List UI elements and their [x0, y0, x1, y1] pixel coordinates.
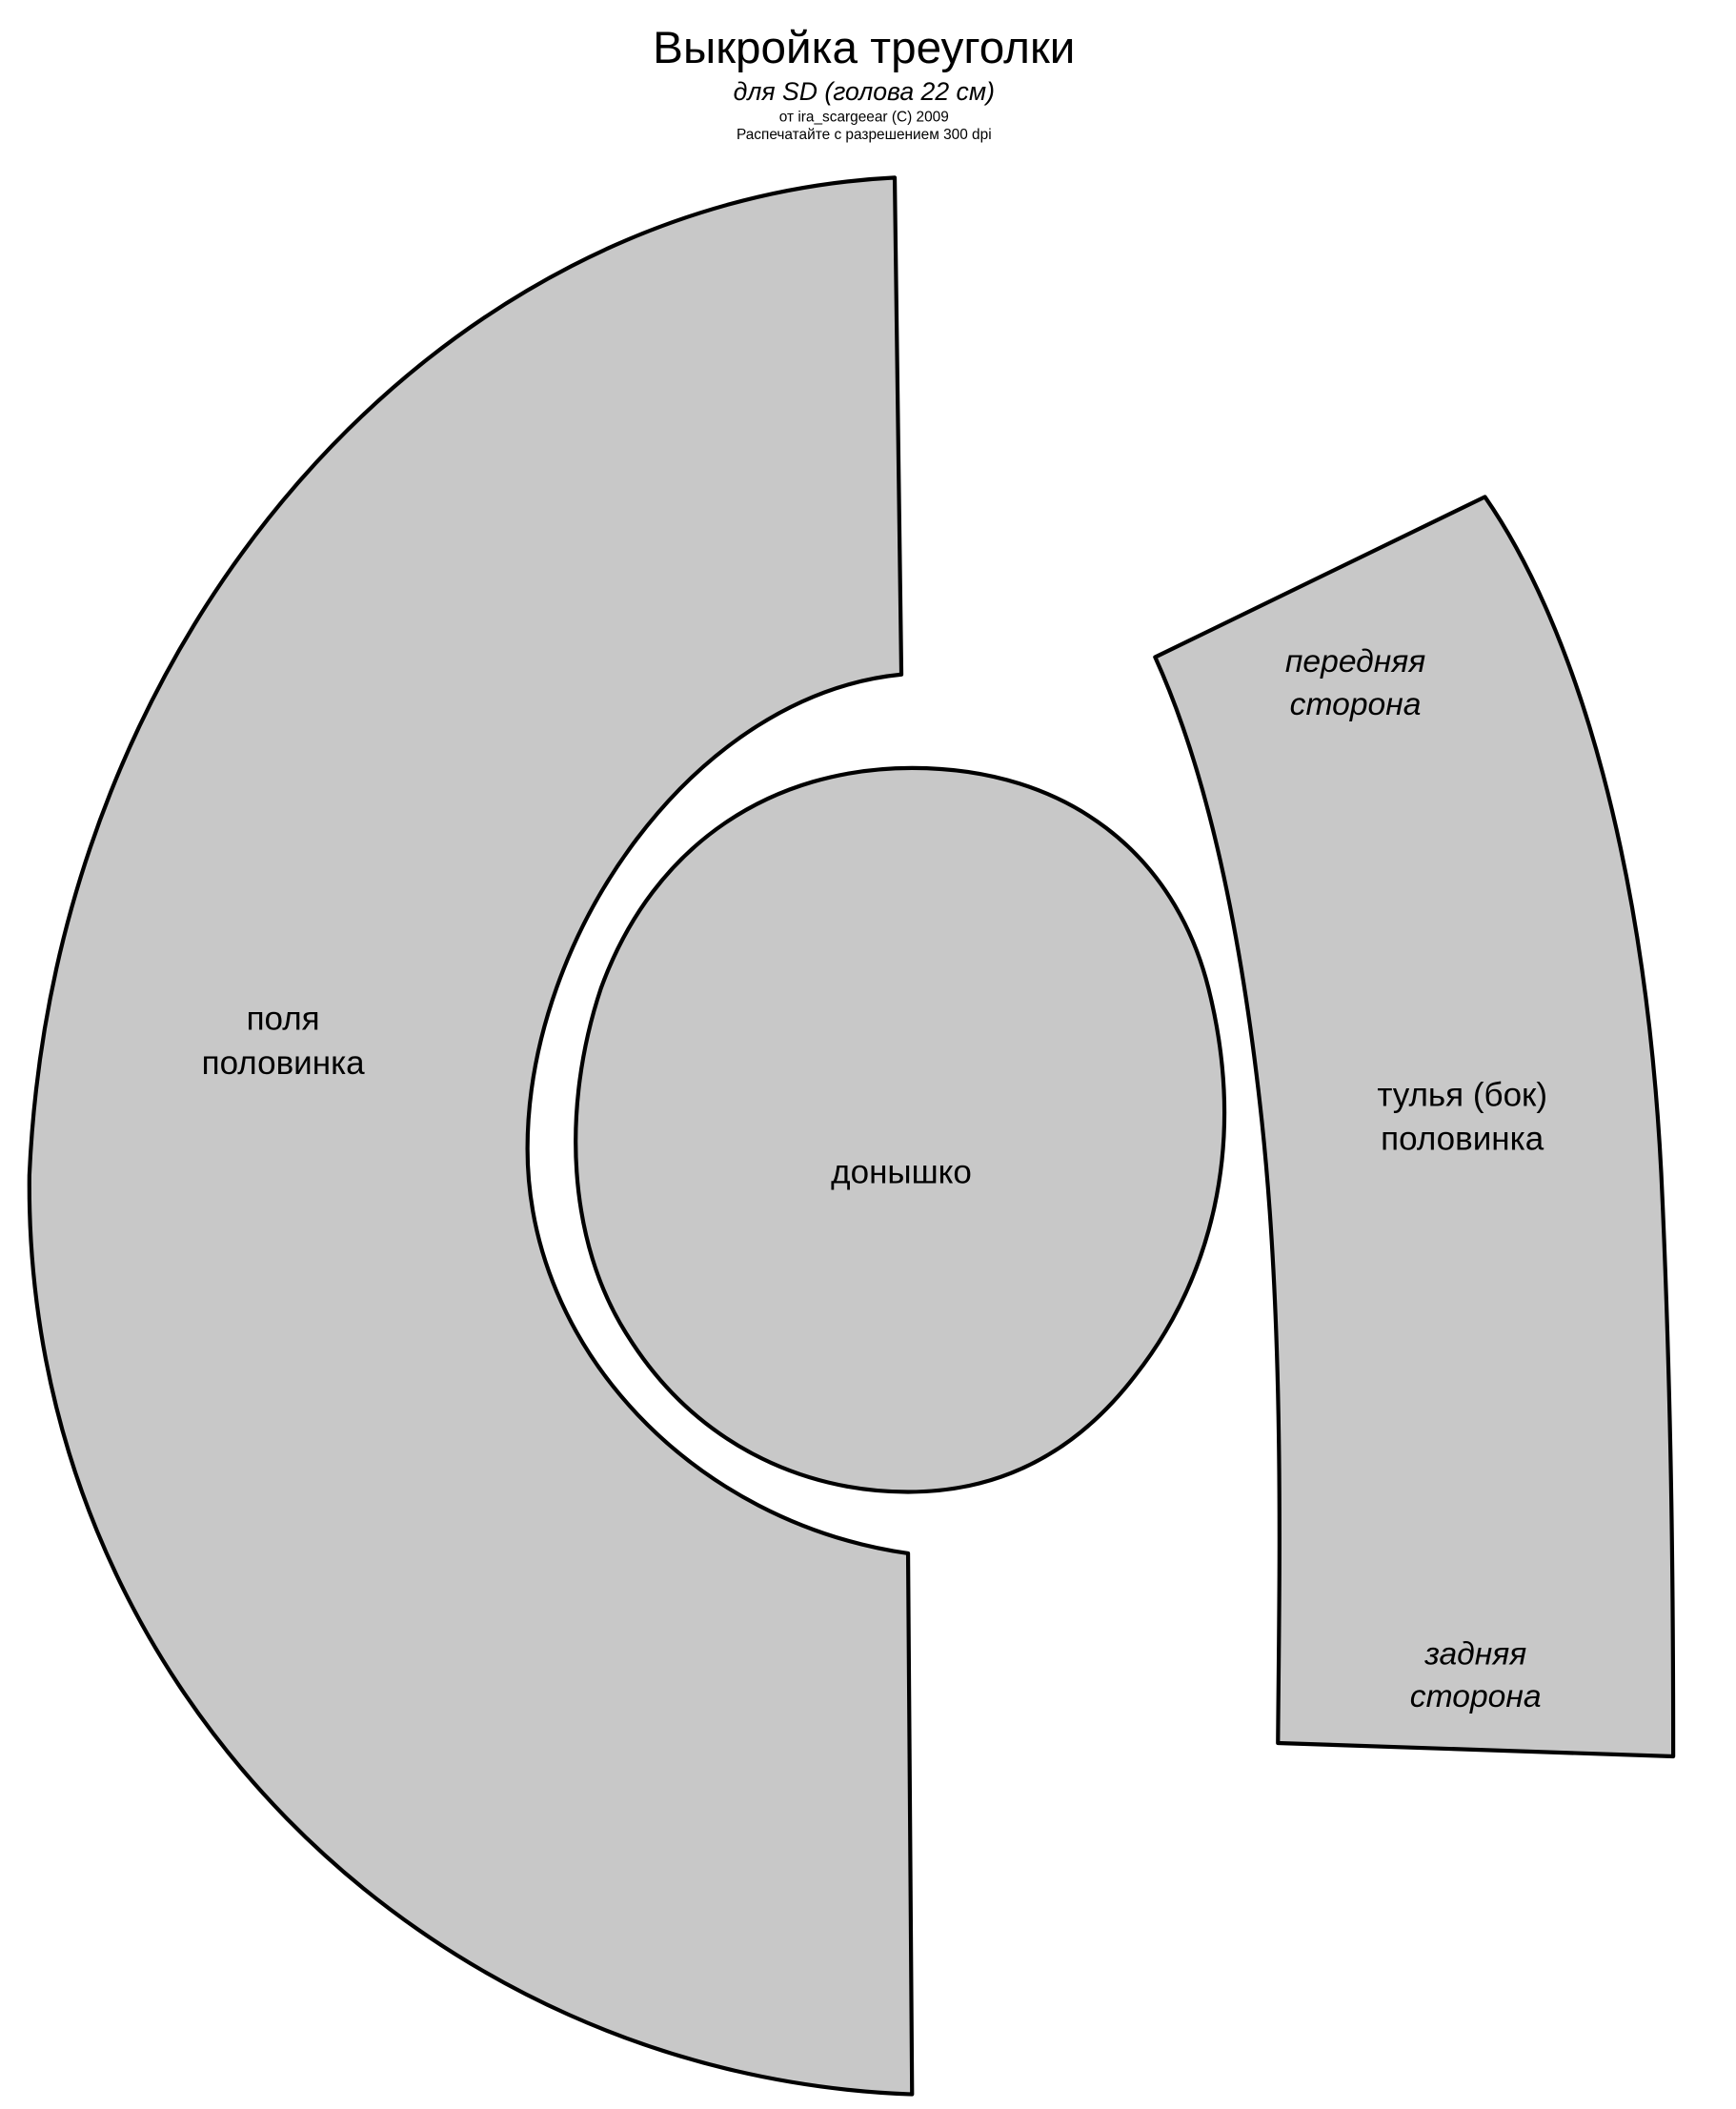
author-credit: от ira_scargeear (C) 2009 — [779, 110, 949, 126]
crown-side-piece: передняя сторона тулья (бок) половинка з… — [1153, 495, 1676, 1759]
crown-side-label-line1: тулья (бок) — [1377, 1076, 1547, 1113]
crown-top-label: донышко — [831, 1154, 972, 1191]
crown-top-piece: донышко — [574, 765, 1227, 1494]
brim-label-line1: поля — [247, 1001, 320, 1038]
back-side-label-line1: задняя — [1423, 1636, 1526, 1672]
page-subtitle: для SD (голова 22 см) — [734, 77, 995, 106]
crown-side-label-line2: половинка — [1381, 1121, 1544, 1158]
print-note: Распечатайте с разрешением 300 dpi — [737, 127, 992, 143]
brim-piece: поля половинка — [27, 175, 915, 2097]
front-side-label-line2: сторона — [1290, 687, 1422, 722]
front-side-label-line1: передняя — [1285, 644, 1425, 679]
back-side-label-line2: сторона — [1410, 1679, 1542, 1714]
page-title: Выкройка треуголки — [653, 23, 1075, 73]
brim-label-line2: половинка — [202, 1044, 366, 1082]
